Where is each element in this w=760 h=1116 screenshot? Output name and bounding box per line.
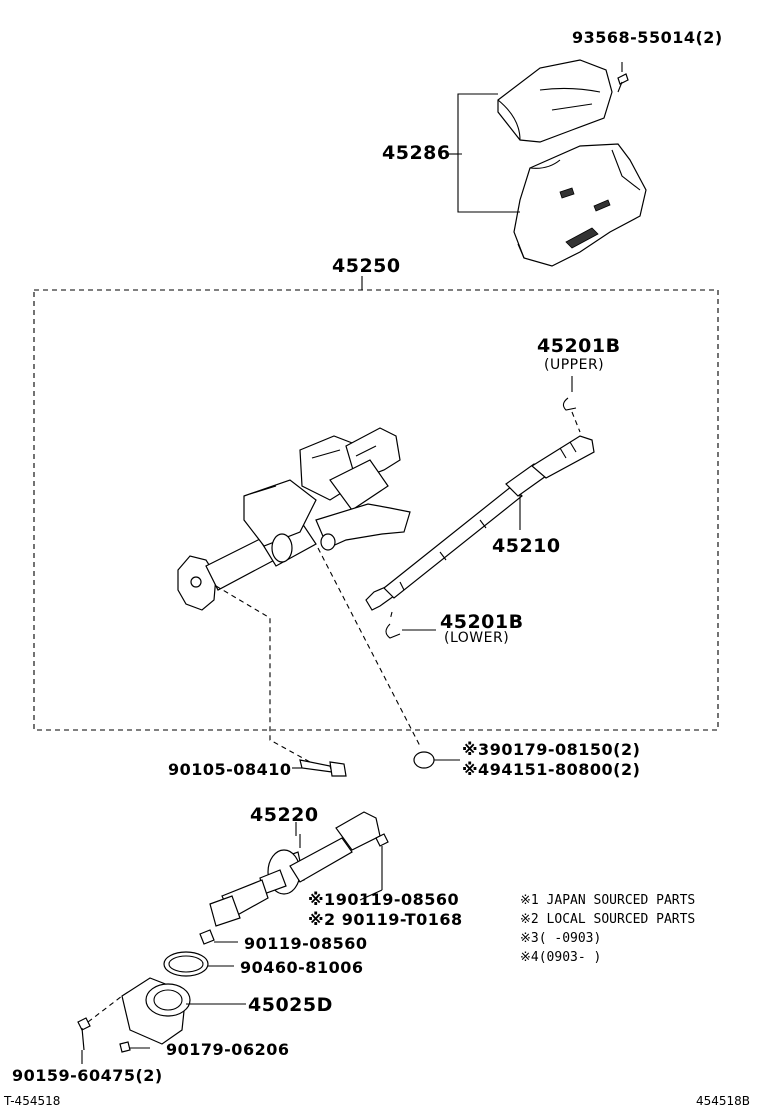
label-lower: (LOWER) — [444, 630, 510, 646]
label-90119-08560-a: ※190119-08560 — [308, 890, 460, 909]
label-94151-80800: ※494151-80800(2) — [462, 760, 641, 779]
joint-nut — [199, 929, 238, 945]
label-90460-81006: 90460-81006 — [240, 958, 364, 977]
note-japan-sourced: ※1 JAPAN SOURCED PARTS — [520, 893, 696, 908]
seal-ring — [163, 951, 234, 977]
footer-right-code: 454518B — [696, 1094, 751, 1108]
note-local-sourced: ※2 LOCAL SOURCED PARTS — [520, 912, 696, 927]
cover-bolt — [77, 995, 123, 1064]
footer-left-code: T-454518 — [4, 1094, 61, 1108]
label-90159-60475: 90159-60475(2) — [12, 1066, 163, 1085]
label-45201b-upper: 45201B — [537, 335, 621, 357]
label-90179-06206: 90179-06206 — [166, 1040, 290, 1059]
label-45210: 45210 — [492, 535, 561, 557]
note-from-0903: ※4(0903- ) — [520, 950, 602, 965]
column-cover-upper — [497, 59, 613, 143]
column-bolt — [292, 759, 347, 777]
label-upper: (UPPER) — [544, 357, 605, 373]
label-45286: 45286 — [382, 142, 451, 164]
label-90119-08560-b: 90119-08560 — [244, 934, 368, 953]
label-45250: 45250 — [332, 255, 401, 277]
lower-clip — [385, 623, 401, 639]
cover-screw — [617, 73, 629, 93]
label-90179-08150: ※390179-08150(2) — [462, 740, 641, 759]
label-45201b-lower: 45201B — [440, 611, 524, 633]
column-nut — [413, 751, 460, 769]
upper-clip — [562, 397, 577, 411]
label-90119-t0168: ※2 90119-T0168 — [308, 910, 463, 929]
label-90105-08410: 90105-08410 — [168, 760, 292, 779]
cover-nut — [119, 1041, 150, 1053]
label-45025d: 45025D — [248, 994, 333, 1016]
label-93568-55014: 93568-55014(2) — [572, 28, 723, 47]
steering-shaft — [365, 435, 595, 611]
label-45220: 45220 — [250, 804, 319, 826]
universal-joint-shaft — [209, 811, 389, 927]
note-until-0903: ※3( -0903) — [520, 931, 602, 946]
column-cover-lower — [513, 143, 647, 267]
hole-cover — [121, 977, 246, 1045]
steering-column-assembly — [177, 427, 411, 611]
